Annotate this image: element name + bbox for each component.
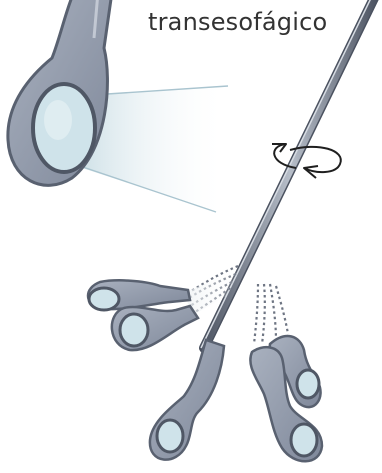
transducer-lens-left-front: [120, 314, 148, 346]
transducer-lens-right-back: [297, 370, 319, 398]
transducer-lens-lower: [157, 420, 183, 452]
rotation-arrow-icon: [272, 144, 341, 178]
flex-motion-lines-right: [254, 284, 288, 344]
transducer-lens-left-back: [89, 288, 119, 310]
straight-tip-lower: [150, 340, 224, 460]
flexed-tip-left-back: [88, 280, 190, 310]
transducer-lens-right-front: [291, 424, 317, 456]
probe-label: transesofágico: [148, 8, 327, 36]
probe-shaft: [201, 0, 376, 348]
flexed-tip-left-front: [112, 306, 198, 350]
